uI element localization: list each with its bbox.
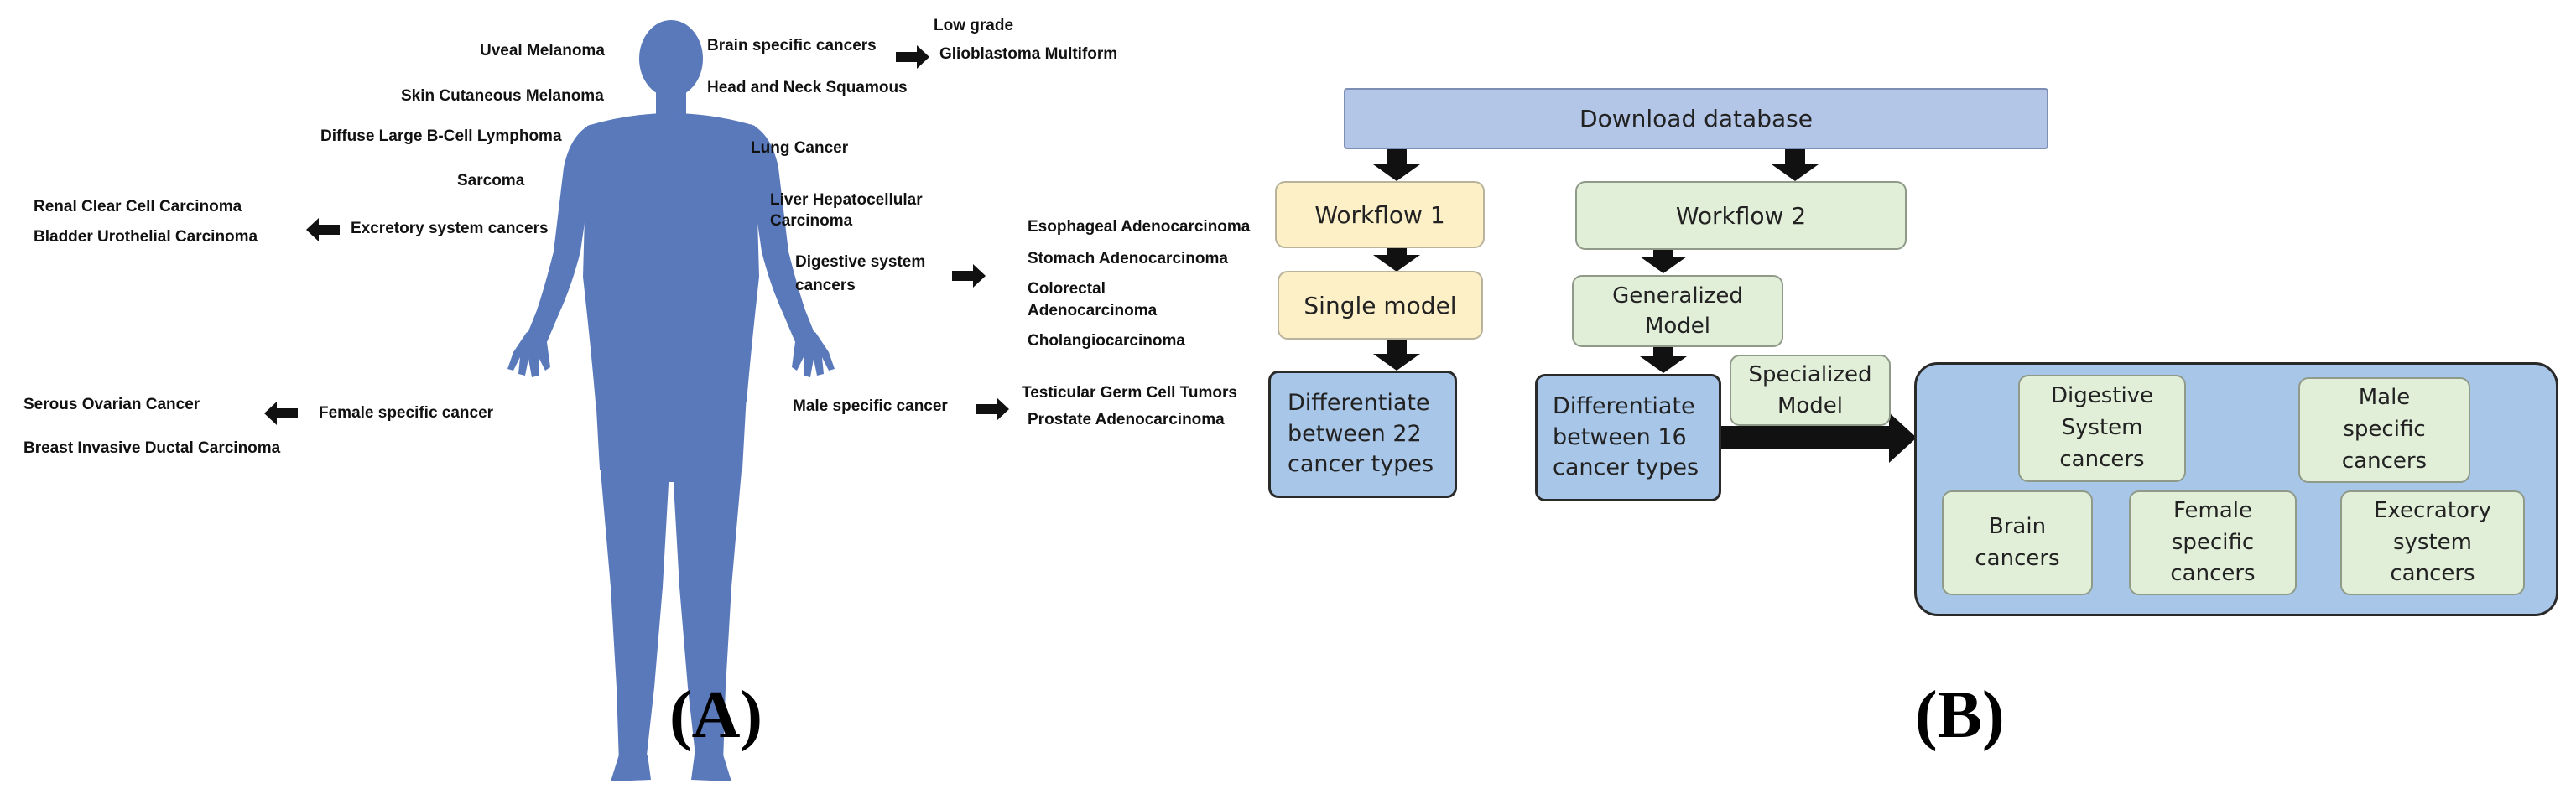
group-male-line-2: specific [2343,417,2426,443]
differentiate-22-line-3: cancer types [1288,451,1434,478]
label-colorectal-adenocarcinoma: Adenocarcinoma [1028,302,1158,319]
label-glioblastoma-multiform: Glioblastoma Multiform [939,45,1118,63]
workflow-1-box: Workflow 1 [1275,181,1485,248]
group-brain-line-2: cancers [1975,545,2060,571]
differentiate-16-line-2: between 16 [1553,423,1687,450]
generalized-model-line-1: Generalized [1612,283,1743,309]
group-male-specific-cancers: Male specific cancers [2298,377,2470,483]
group-digestive-line-2: System [2061,415,2143,441]
arrow-male-subtypes [976,397,1009,421]
group-digestive-system-cancers: Digestive System cancers [2018,375,2186,482]
panel-a-letter: (A) [669,678,763,752]
group-brain-cancers: Brain cancers [1942,490,2093,595]
download-database-label: Download database [1579,105,1813,132]
specialized-model-line-1: Specialized [1748,362,1872,388]
panel-a-arrows [264,45,1009,425]
arrow-generalized-to-diff16 [1640,346,1687,373]
workflow-2-box: Workflow 2 [1575,181,1907,250]
label-uveal-melanoma: Uveal Melanoma [480,42,605,60]
specialized-model-line-2: Model [1777,392,1844,418]
group-female-line-1: Female [2173,497,2252,523]
group-excretory-line-1: Execratory [2373,497,2492,523]
label-esophageal-adenocarcinoma: Esophageal Adenocarcinoma [1028,218,1251,236]
label-bladder-urothelial-carcinoma: Bladder Urothelial Carcinoma [34,228,258,246]
group-female-specific-cancers: Female specific cancers [2129,490,2297,595]
label-digestive-system: Digestive system [795,253,926,271]
generalized-model-line-2: Model [1644,314,1711,339]
group-brain-line-1: Brain [1988,513,2047,539]
label-head-and-neck-squamous: Head and Neck Squamous [707,79,908,96]
group-excretory-system-cancers: Execratory system cancers [2340,490,2525,595]
generalized-model-box: Generalized Model [1572,275,1783,347]
arrow-excretory-subtypes [306,218,340,241]
arrow-brain-subtypes [896,45,929,69]
label-diffuse-large-b-cell-lymphoma: Diffuse Large B-Cell Lymphoma [320,127,562,145]
label-female-specific-cancer: Female specific cancer [319,404,494,422]
label-brain-specific-cancers: Brain specific cancers [707,37,877,54]
label-serous-ovarian-cancer: Serous Ovarian Cancer [23,396,200,413]
group-digestive-line-1: Digestive [2050,383,2154,409]
single-model-box: Single model [1278,271,1483,340]
label-lung-cancer: Lung Cancer [751,139,849,157]
single-model-label: Single model [1304,291,1457,319]
arrow-workflow2-to-generalized [1640,248,1687,273]
arrow-female-subtypes [264,402,298,425]
differentiate-22-line-1: Differentiate [1288,390,1430,417]
arrow-digestive-subtypes [952,264,986,288]
differentiate-16-box: Differentiate between 16 cancer types [1535,374,1721,501]
label-liver-hepatocellular: Liver Hepatocellular [770,191,923,209]
workflow-1-label: Workflow 1 [1314,200,1445,229]
label-renal-clear-cell-carcinoma: Renal Clear Cell Carcinoma [34,198,242,215]
differentiate-16-line-3: cancer types [1553,454,1699,481]
group-male-line-1: Male [2358,385,2411,411]
label-digestive-cancers: cancers [795,277,856,294]
arrow-workflow1-to-single [1373,247,1420,272]
label-prostate-adenocarcinoma: Prostate Adenocarcinoma [1028,411,1225,428]
differentiate-16-line-1: Differentiate [1553,393,1695,420]
human-body-silhouette [507,20,835,781]
specialized-model-box: Specialized Model [1730,355,1891,426]
label-skin-cutaneous-melanoma: Skin Cutaneous Melanoma [401,87,604,105]
arrow-single-to-diff22 [1373,340,1420,371]
label-male-specific-cancer: Male specific cancer [793,397,948,415]
label-breast-invasive-ductal-carcinoma: Breast Invasive Ductal Carcinoma [23,439,281,457]
group-male-line-3: cancers [2341,448,2428,474]
differentiate-22-box: Differentiate between 22 cancer types [1268,371,1457,498]
group-digestive-line-3: cancers [2059,446,2145,472]
differentiate-22-line-2: between 22 [1288,420,1422,447]
arrow-db-to-workflow1 [1373,149,1420,181]
label-testicular-germ-cell-tumors: Testicular Germ Cell Tumors [1022,384,1237,402]
panel-b-letter: (B) [1915,678,2005,752]
label-stomach-adenocarcinoma: Stomach Adenocarcinoma [1028,250,1228,267]
label-sarcoma: Sarcoma [457,172,525,189]
label-cholangiocarcinoma: Cholangiocarcinoma [1028,332,1185,350]
group-excretory-line-3: cancers [2390,561,2475,587]
label-liver-carcinoma: Carcinoma [770,212,853,230]
group-female-line-2: specific [2171,529,2255,555]
arrow-db-to-workflow2 [1772,149,1819,181]
arrow-diff16-to-groups [1721,413,1917,463]
label-low-grade: Low grade [934,17,1014,34]
workflow-2-label: Workflow 2 [1675,201,1807,230]
label-colorectal: Colorectal [1028,280,1106,298]
download-database-box: Download database [1344,88,2048,149]
label-excretory-system-cancers: Excretory system cancers [351,220,549,237]
group-excretory-line-2: system [2393,529,2472,555]
group-female-line-3: cancers [2170,561,2256,587]
